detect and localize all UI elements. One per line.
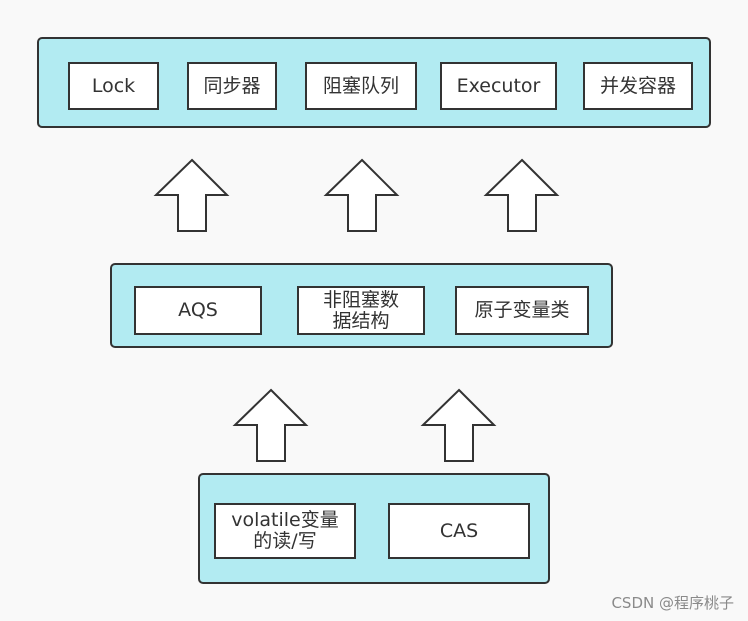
blocking-queue-box: 阻塞队列 [305,62,417,110]
watermark: CSDN @程序桃子 [611,594,734,612]
cas-box: CAS [388,503,530,559]
executor-box: Executor [440,62,557,110]
concurrent-container-box: 并发容器 [583,62,693,110]
up-arrow-icon [323,158,400,232]
up-arrow-icon [232,388,309,462]
volatile-read-write-box: volatile变量 的读/写 [214,503,356,559]
non-blocking-data-structure-box: 非阻塞数 据结构 [297,286,425,335]
aqs-box: AQS [134,286,262,335]
up-arrow-icon [153,158,230,232]
up-arrow-icon [420,388,497,462]
synchronizer-box: 同步器 [187,62,277,110]
up-arrow-icon [483,158,560,232]
lock-box: Lock [68,62,159,110]
atomic-variable-class-box: 原子变量类 [455,286,589,335]
